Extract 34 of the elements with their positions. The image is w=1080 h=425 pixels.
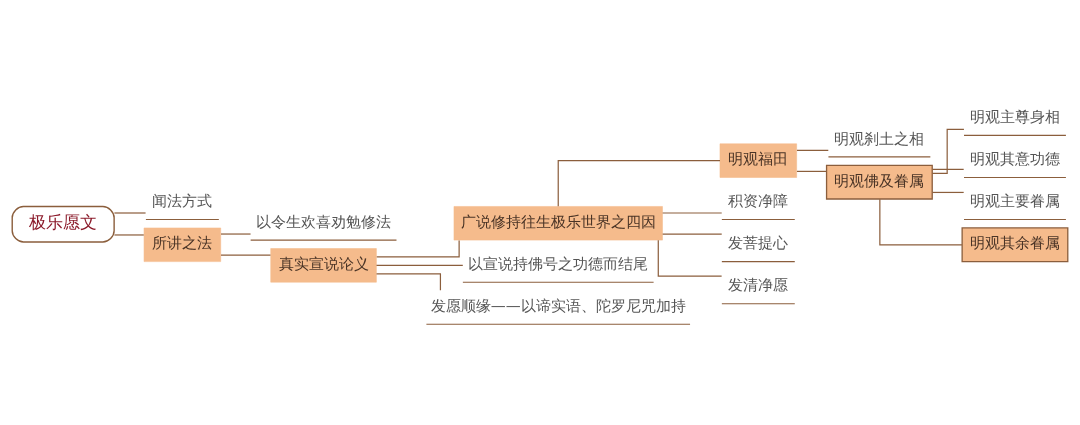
node-text: 明观主要眷属 <box>969 191 1060 210</box>
node-text: 发愿顺缘——以谛实语、陀罗尼咒加持 <box>430 296 686 315</box>
connector <box>220 253 272 256</box>
node-box: 明观佛及眷属 <box>825 164 933 200</box>
node-box: 极乐愿文 <box>11 205 115 243</box>
connector <box>376 239 460 258</box>
node-box: 明观福田 <box>719 143 797 178</box>
connector <box>375 264 464 266</box>
connector <box>879 198 963 245</box>
connector <box>931 128 965 174</box>
connector <box>113 233 145 236</box>
connector <box>557 159 721 207</box>
connector <box>796 149 829 151</box>
node-box: 真实宣说论义 <box>270 247 377 282</box>
connector <box>796 170 828 172</box>
node-text: 以令生欢喜劝勉修法 <box>256 212 392 231</box>
connector <box>931 168 965 170</box>
node-text: 发清净愿 <box>728 275 789 294</box>
connector <box>662 232 723 235</box>
connector <box>375 272 442 291</box>
node-box: 明观其余眷属 <box>961 226 1069 262</box>
node-text: 明观其意功德 <box>969 149 1060 168</box>
node-text: 明观刹土之相 <box>834 129 925 148</box>
connector <box>657 239 723 277</box>
node-text: 发菩提心 <box>728 233 789 252</box>
connector <box>931 191 965 193</box>
node-text: 以宣说持佛号之功德而结尾 <box>468 254 649 273</box>
node-text: 闻法方式 <box>152 191 213 210</box>
connector <box>220 232 252 235</box>
node-box: 广说修持往生极乐世界之四因 <box>453 205 663 240</box>
node-text: 积资净障 <box>728 191 789 210</box>
node-box: 所讲之法 <box>143 227 221 262</box>
node-text: 明观主尊身相 <box>969 107 1060 126</box>
connector <box>113 211 147 214</box>
